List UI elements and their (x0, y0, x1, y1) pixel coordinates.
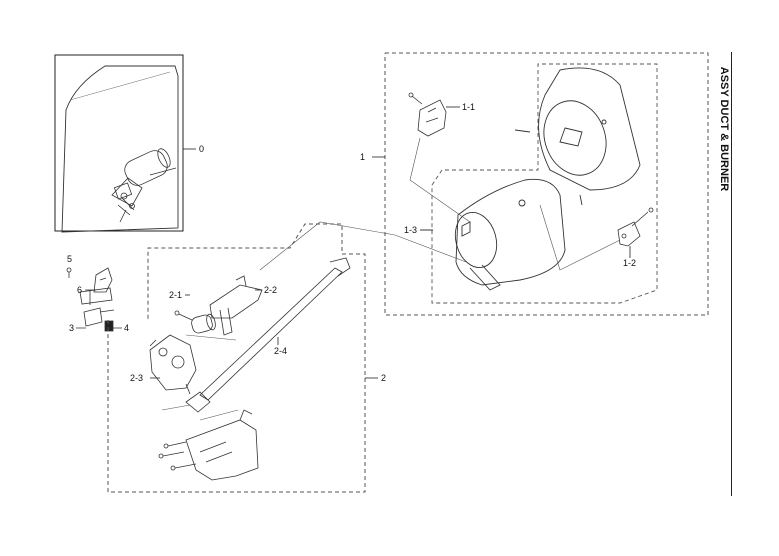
part-2-3-valve (149, 334, 197, 395)
part-2-2-bracket (209, 275, 263, 336)
label-1-1: 1-1 (462, 102, 475, 112)
label-6: 6 (77, 285, 82, 295)
assembly-0-box (54, 54, 196, 233)
title-divider (731, 52, 732, 496)
label-2-2: 2-2 (264, 285, 277, 295)
label-1: 1 (360, 152, 365, 162)
assembly-2-box (107, 223, 378, 493)
part-1-1-bracket (408, 92, 460, 137)
label-2-3: 2-3 (130, 373, 143, 383)
burner-mount-bracket (158, 409, 259, 481)
page-title: ASSY DUCT & BURNER (718, 66, 730, 192)
part-2-1-igniter (174, 294, 216, 334)
small-parts-group (66, 267, 115, 332)
label-0: 0 (199, 144, 204, 154)
label-4: 4 (124, 323, 129, 333)
assembly-2-leader-lines (161, 334, 239, 421)
upper-duct (514, 67, 641, 206)
label-5: 5 (67, 254, 72, 264)
label-1-2: 1-2 (623, 258, 636, 268)
assembly-1-leader-lines (259, 137, 621, 271)
page-title-area: ASSY DUCT & BURNER (709, 50, 731, 510)
assembly-1-box (372, 52, 709, 316)
label-2: 2 (381, 373, 386, 383)
part-2-4-tube (185, 257, 351, 413)
part-1-3-duct (420, 178, 566, 291)
label-1-3: 1-3 (404, 225, 417, 235)
label-2-1: 2-1 (169, 290, 182, 300)
part-1-2-sensor (617, 207, 654, 258)
burner-assembly-icon (111, 148, 177, 223)
label-3: 3 (69, 323, 74, 333)
label-2-4: 2-4 (274, 346, 287, 356)
